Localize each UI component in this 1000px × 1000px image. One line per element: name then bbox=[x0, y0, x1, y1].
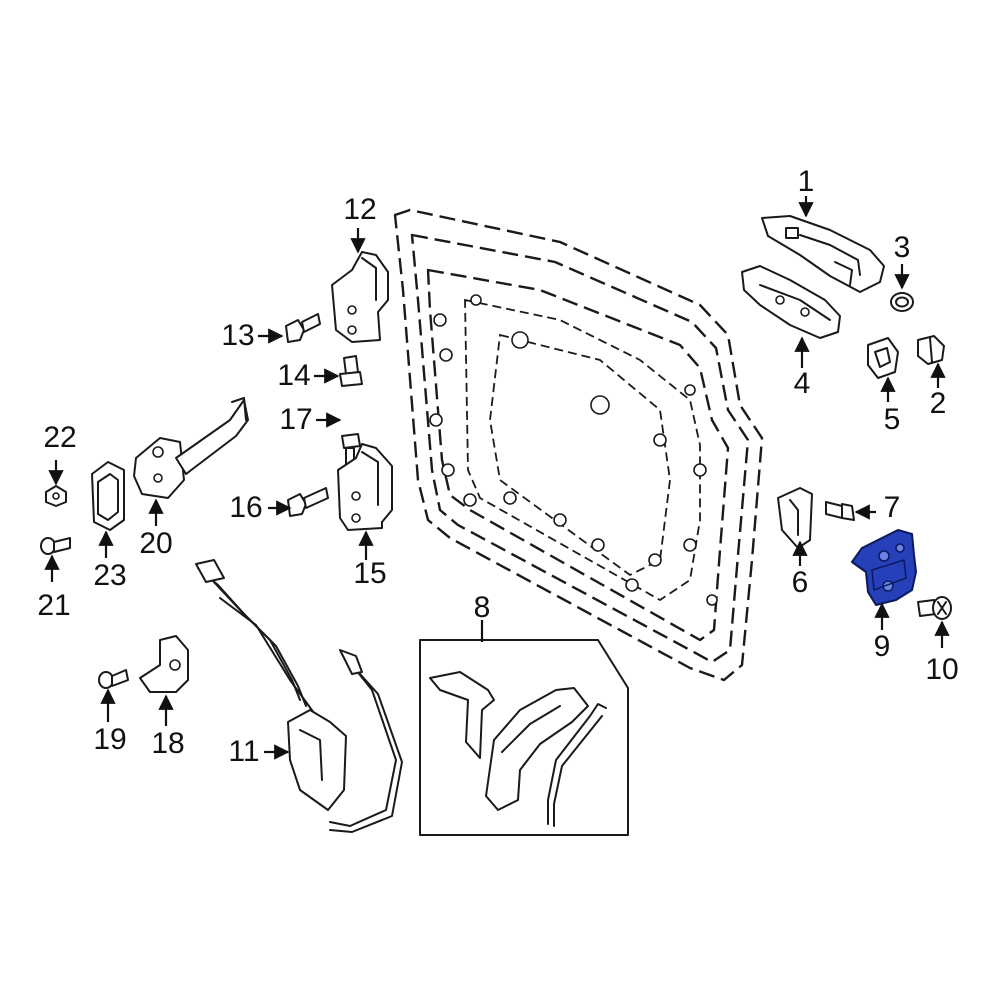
part-8-kit-box bbox=[419, 639, 629, 836]
callout-23: 23 bbox=[93, 559, 127, 592]
part-3-o-ring bbox=[890, 292, 914, 312]
part-15-lower-hinge bbox=[337, 443, 393, 531]
callout-18: 18 bbox=[151, 727, 185, 760]
callout-14: 14 bbox=[277, 359, 311, 392]
callout-22: 22 bbox=[43, 421, 77, 454]
callout-11: 11 bbox=[228, 735, 260, 768]
part-20-door-check bbox=[133, 397, 249, 499]
part-21-screw bbox=[40, 537, 71, 555]
callout-12: 12 bbox=[343, 193, 377, 226]
part-13-bolt bbox=[285, 313, 321, 343]
callout-21: 21 bbox=[37, 589, 71, 622]
part-14-nut bbox=[339, 355, 363, 387]
callout-13: 13 bbox=[221, 319, 255, 352]
part-2-cap bbox=[917, 335, 945, 365]
callout-10: 10 bbox=[925, 653, 959, 686]
callout-16: 16 bbox=[229, 491, 263, 524]
part-22-nut bbox=[45, 485, 67, 507]
callout-7: 7 bbox=[883, 491, 901, 524]
part-7-screw bbox=[825, 501, 855, 521]
callout-17: 17 bbox=[279, 403, 313, 436]
callout-19: 19 bbox=[93, 723, 127, 756]
part-12-upper-hinge bbox=[331, 251, 389, 343]
part-1-outside-handle bbox=[761, 215, 885, 293]
part-11-latch-assembly bbox=[195, 559, 403, 833]
callout-3: 3 bbox=[893, 231, 911, 264]
part-16-bolt bbox=[287, 487, 329, 517]
part-19-screw bbox=[98, 669, 129, 689]
callout-4: 4 bbox=[793, 367, 811, 400]
door-panel-outline bbox=[393, 208, 764, 682]
part-6-bracket bbox=[777, 487, 813, 549]
callout-2: 2 bbox=[929, 387, 947, 420]
callout-1: 1 bbox=[797, 165, 815, 198]
part-5-gasket bbox=[867, 337, 899, 379]
part-18-bracket bbox=[139, 635, 189, 693]
callout-8: 8 bbox=[473, 591, 491, 624]
callout-9: 9 bbox=[873, 630, 891, 663]
callout-20: 20 bbox=[139, 527, 173, 560]
part-10-bolt bbox=[917, 596, 952, 620]
callout-leaders bbox=[44, 196, 950, 760]
callout-15: 15 bbox=[353, 557, 387, 590]
part-4-handle-bracket bbox=[741, 265, 841, 339]
part-9-striker bbox=[851, 529, 917, 606]
callout-5: 5 bbox=[883, 403, 901, 436]
callout-6: 6 bbox=[791, 566, 809, 599]
part-23-pad bbox=[91, 461, 125, 531]
